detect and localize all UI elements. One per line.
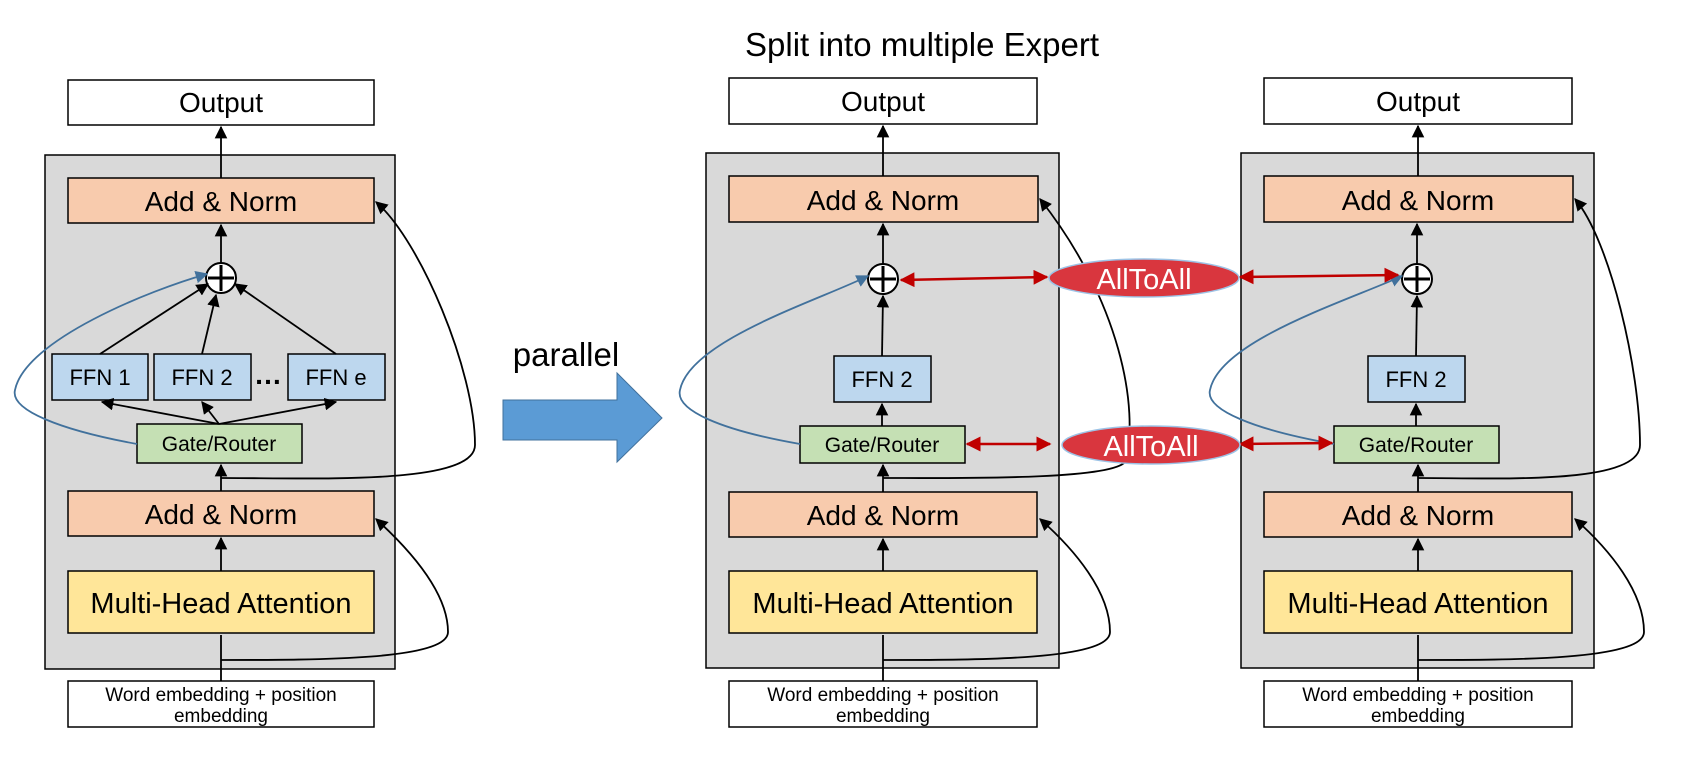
left-ffn-2-label: FFN 2 [171, 365, 232, 390]
right-connectors [1409, 124, 1645, 681]
alltoall-top-label: AllToAll [1096, 264, 1191, 296]
middle-add-norm-top-box [728, 175, 1039, 223]
left-add-norm-bottom-label: Add & Norm [145, 499, 298, 530]
left-gate-router-label: Gate/Router [162, 433, 276, 456]
diagram-title: Split into multiple Expert [745, 26, 1099, 63]
middle-attention-box [728, 570, 1038, 634]
alltoall-communication: AllToAll AllToAll [899, 258, 1400, 465]
right-gate-weight-curve [1208, 275, 1404, 445]
left-ffn-e-label: FFN e [305, 365, 366, 390]
right-add-norm-top-label: Add & Norm [1342, 185, 1495, 216]
left-add-norm-bottom-box [67, 490, 375, 537]
left-add-norm-top-label: Add & Norm [145, 186, 298, 217]
middle-sum-plus-sign [870, 266, 896, 292]
left-ffn-e-box [287, 353, 386, 401]
left-attention-box [67, 570, 375, 634]
left-attention-label: Multi-Head Attention [90, 588, 351, 620]
alltoall-bottom-right-link [1238, 435, 1334, 452]
right-add-norm-top-box [1263, 175, 1574, 223]
right-add-norm-bottom-label: Add & Norm [1342, 500, 1495, 531]
middle-add-norm-top-label: Add & Norm [807, 185, 960, 216]
middle-attention-label: Multi-Head Attention [752, 588, 1013, 620]
right-output-box [1263, 77, 1573, 125]
left-embedding-line1: Word embedding + position [105, 685, 337, 706]
left-sum-plus-sign [208, 265, 234, 291]
left-output-label: Output [179, 87, 263, 118]
middle-output-box [728, 77, 1038, 125]
right-expert-layer: Output Add & Norm FFN 2 Gate/Router Add … [1208, 77, 1645, 728]
left-output-box [67, 79, 375, 126]
middle-ffn-label: FFN 2 [851, 367, 912, 392]
right-ffn-label: FFN 2 [1385, 367, 1446, 392]
left-connectors [99, 125, 476, 681]
left-ffn-1-label: FFN 1 [69, 365, 130, 390]
alltoall-bottom-ellipse [1061, 425, 1241, 465]
left-moe-layer: Output Add & Norm FFN 1 FFN 2 … FFN e Ga… [13, 79, 476, 728]
right-gate-router-box [1333, 425, 1500, 464]
right-embedding-line2: embedding [1371, 706, 1465, 727]
right-sum-plus-sign [1404, 266, 1430, 292]
right-embedding-box [1263, 680, 1573, 728]
right-attention-box [1263, 570, 1573, 634]
middle-gate-router-box [799, 425, 966, 464]
middle-embedding-line1: Word embedding + position [767, 685, 999, 706]
alltoall-top-ellipse [1048, 258, 1240, 298]
middle-gate-weight-curve [678, 275, 870, 445]
alltoall-bottom-label: AllToAll [1103, 431, 1198, 463]
middle-embedding-line2: embedding [836, 706, 930, 727]
parallel-label: parallel [513, 336, 619, 373]
alltoall-top-left-link [899, 269, 1049, 288]
right-embedding-line1: Word embedding + position [1302, 685, 1534, 706]
left-embedding-box [67, 680, 375, 728]
middle-output-label: Output [841, 86, 925, 117]
middle-add-norm-bottom-label: Add & Norm [807, 500, 960, 531]
parallel-arrow-icon [502, 371, 663, 464]
left-embedding-line2: embedding [174, 706, 268, 727]
middle-expert-layer: Output Add & Norm FFN 2 Gate/Router Add … [678, 77, 1131, 728]
middle-gate-router-label: Gate/Router [825, 434, 939, 457]
right-output-label: Output [1376, 86, 1460, 117]
middle-add-norm-bottom-box [728, 491, 1038, 538]
left-gate-weight-curve [13, 271, 209, 445]
right-gate-router-label: Gate/Router [1359, 434, 1473, 457]
alltoall-top-right-link [1238, 267, 1400, 285]
left-ffn-ellipsis: … [254, 359, 282, 390]
right-attention-label: Multi-Head Attention [1287, 588, 1548, 620]
